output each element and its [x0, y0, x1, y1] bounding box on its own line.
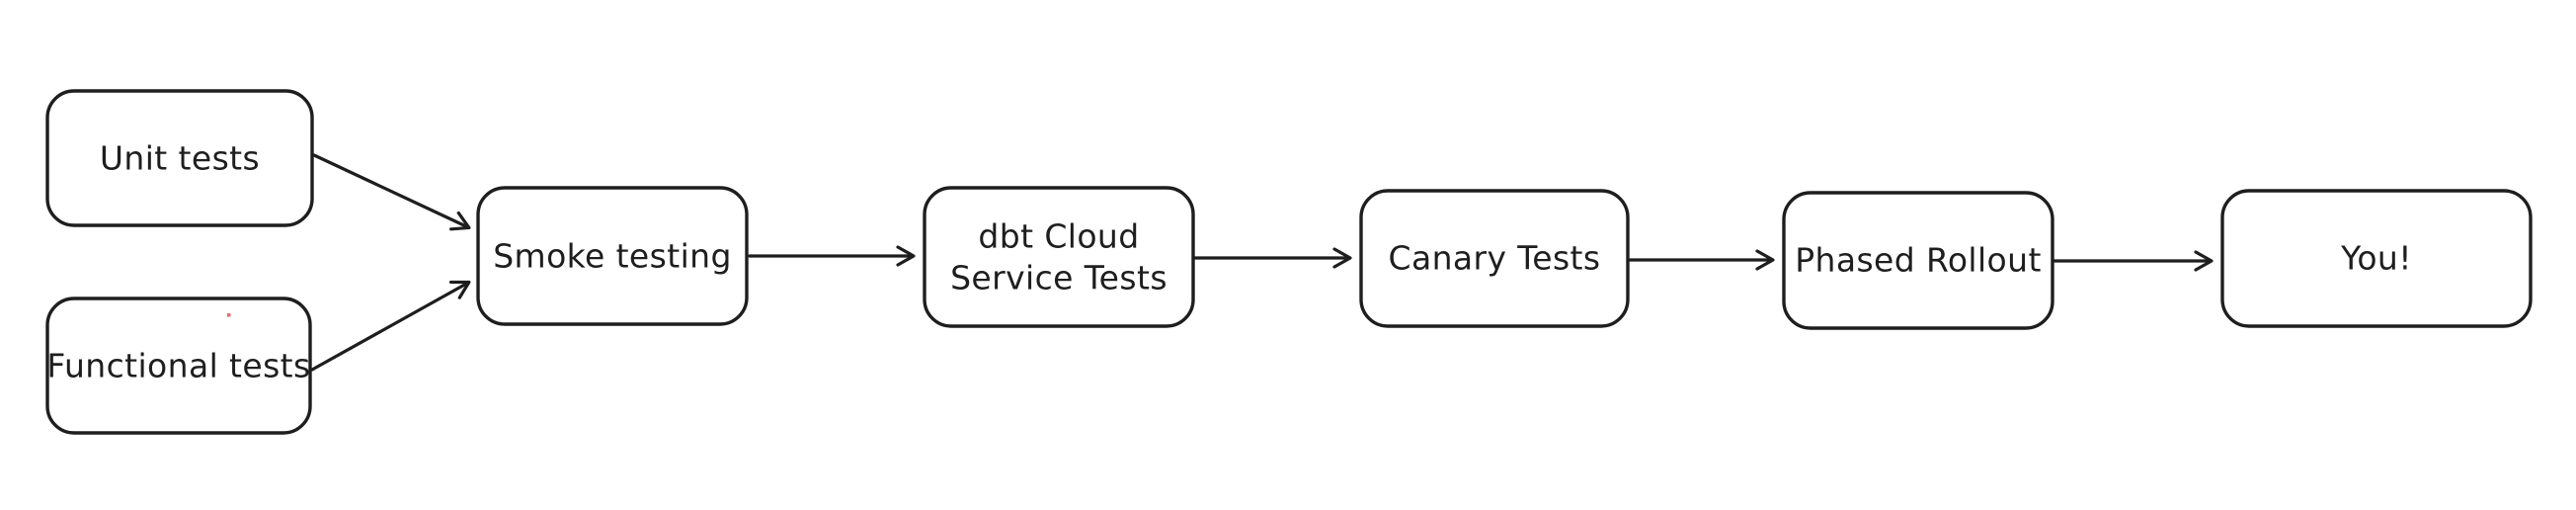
node-dbt-cloud-service-tests-label-line1: dbt Cloud: [978, 217, 1139, 256]
node-phased-rollout: Phased Rollout: [1782, 191, 2054, 330]
edge-unit-tests-to-smoke-testing: [312, 153, 471, 231]
node-unit-tests: Unit tests: [45, 89, 314, 227]
node-you-label: You!: [2340, 239, 2412, 278]
edge-functional-tests-to-smoke-testing: [310, 280, 471, 372]
node-you: You!: [2220, 189, 2533, 328]
node-phased-rollout-label: Phased Rollout: [1795, 241, 2042, 280]
node-unit-tests-label: Unit tests: [100, 139, 260, 178]
node-canary-tests: Canary Tests: [1359, 189, 1630, 328]
node-dbt-cloud-service-tests-label-line2: Service Tests: [950, 259, 1167, 298]
node-canary-tests-label: Canary Tests: [1389, 239, 1601, 278]
node-dbt-cloud-service-tests: dbt Cloud Service Tests: [923, 186, 1195, 328]
node-functional-tests: Functional tests: [45, 297, 312, 435]
red-pixel-artifact: [227, 313, 231, 317]
node-smoke-testing-label: Smoke testing: [493, 237, 732, 276]
node-functional-tests-label: Functional tests: [46, 347, 310, 385]
node-smoke-testing: Smoke testing: [476, 186, 749, 326]
